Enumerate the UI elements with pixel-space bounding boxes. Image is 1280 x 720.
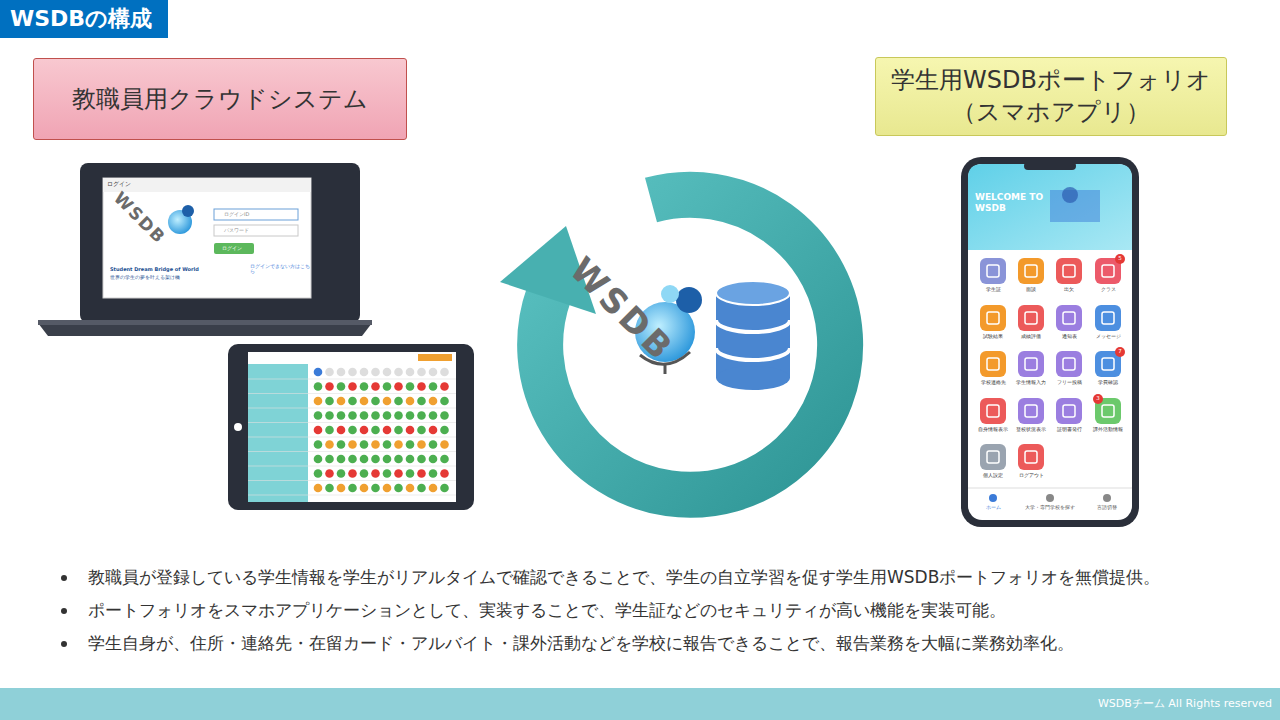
title-band: WSDBの構成: [0, 0, 168, 38]
footer-text: WSDBチーム All Rights reserved: [1000, 697, 1272, 710]
badge-number: 7: [1115, 348, 1125, 355]
icon-label: 試験結果: [974, 333, 1012, 339]
logo-caption: Student Dream Bridge of World: [110, 266, 210, 272]
icon-label: フリー投稿: [1050, 379, 1088, 385]
icon-label: 登校状況表示: [1012, 426, 1050, 432]
system-box: 教職員用クラウドシステム: [33, 58, 407, 140]
icon-label: 学校連絡先: [974, 379, 1012, 385]
app-box: 学生用WSDBポートフォリオ （スマホアプリ）: [875, 57, 1227, 136]
tablet: [228, 344, 474, 510]
icon-label: 面談: [1012, 286, 1050, 292]
icon-label: 出欠: [1050, 286, 1088, 292]
icon-label: 成績評価: [1012, 333, 1050, 339]
icon-label: クラス: [1089, 286, 1127, 292]
badge-number: 3: [1093, 395, 1103, 402]
logo-caption: 世界の学生の夢を叶える架け橋: [110, 274, 210, 280]
icon-label: 学生証: [974, 286, 1012, 292]
bullet-text: ポートフォリオをスマホアプリケーションとして、実装することで、学生証などのセキュ…: [88, 600, 1268, 620]
icon-label: メッセージ: [1089, 333, 1127, 339]
nav-label: 言語切替: [1089, 505, 1125, 510]
input-placeholder: ログインID: [224, 211, 294, 217]
icon-label: 個人設定: [974, 472, 1012, 478]
input-placeholder: パスワード: [224, 227, 294, 233]
box-text: 学生用WSDBポートフォリオ （スマホアプリ）: [886, 64, 1216, 129]
nav-label: 大学・専門学校を探す: [1020, 505, 1080, 510]
welcome-text: WELCOME TO WSDB: [975, 192, 1047, 214]
icon-label: 証明書発行: [1050, 426, 1088, 432]
icon-label: ログアウト: [1012, 472, 1050, 478]
database-icon: [716, 281, 790, 390]
icon-label: 課外活動情報: [1089, 426, 1127, 432]
icon-label: 学費確認: [1089, 379, 1127, 385]
icon-label: 通知表: [1050, 333, 1088, 339]
icon-label: 学生情報入力: [1012, 379, 1050, 385]
link-text: ログインできない方はこちら: [250, 264, 310, 275]
cycle-arrow: [500, 195, 840, 495]
smartphone: [961, 157, 1139, 527]
bullet-text: 教職員が登録している学生情報を学生がリアルタイムで確認できることで、学生の自立学…: [88, 567, 1268, 587]
badge-number: 5: [1115, 255, 1125, 262]
button-text: ログイン: [222, 245, 252, 251]
laptop: [38, 163, 372, 336]
box-text: 教職員用クラウドシステム: [72, 83, 368, 115]
screen-header: ログイン: [107, 180, 167, 187]
nav-label: ホーム: [978, 505, 1008, 510]
icon-label: 自身情報表示: [974, 426, 1012, 432]
bullet-text: 学生自身が、住所・連絡先・在留カード・アルバイト・課外活動などを学校に報告できる…: [88, 633, 1268, 653]
